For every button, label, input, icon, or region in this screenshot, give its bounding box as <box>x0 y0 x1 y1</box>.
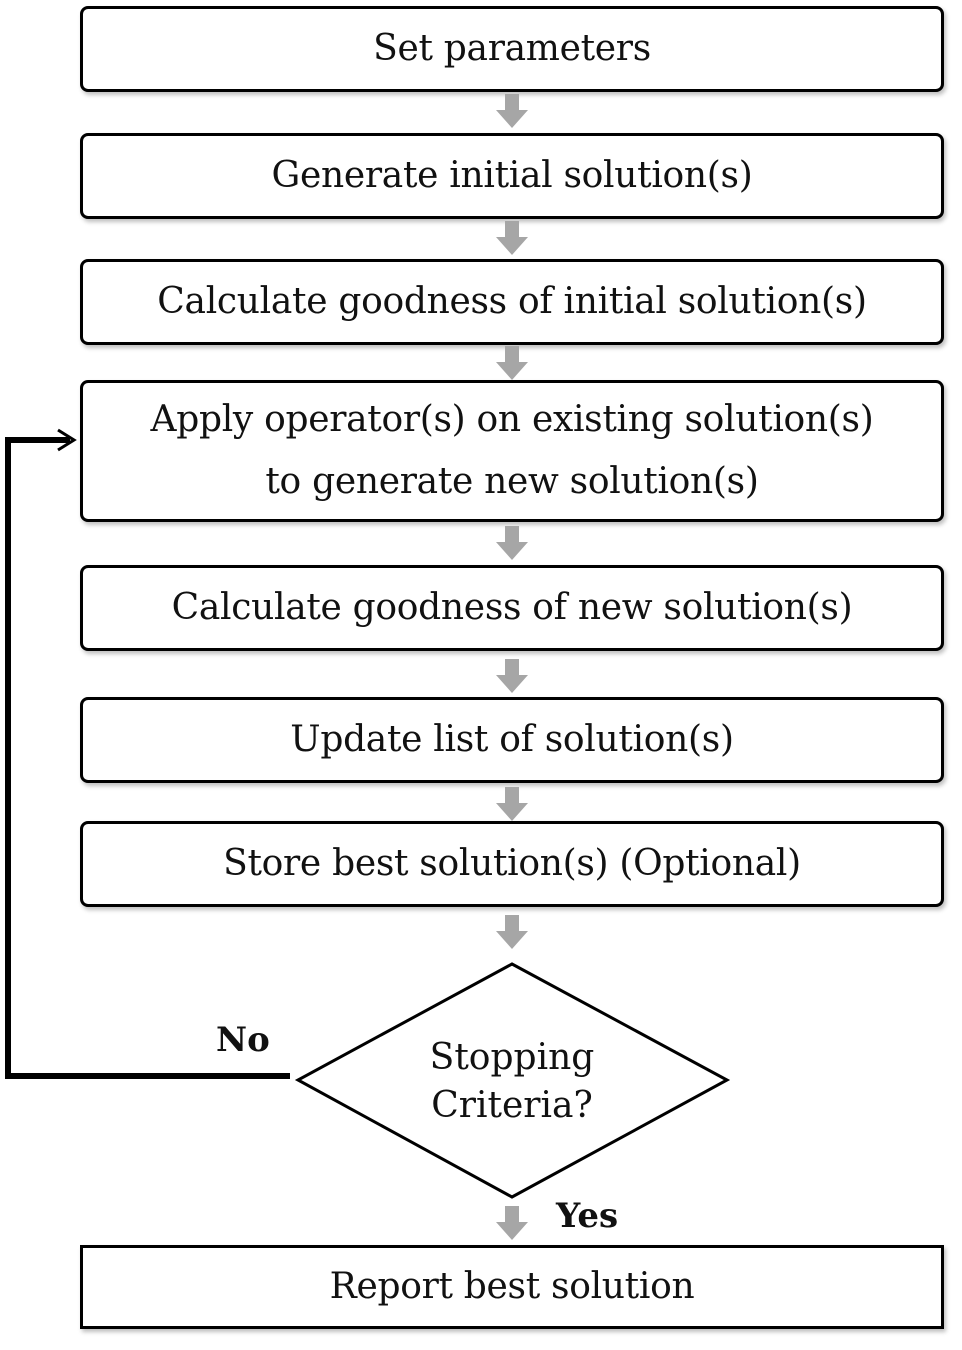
step-label: Set parameters <box>373 28 651 69</box>
step-set-parameters: Set parameters <box>80 6 944 92</box>
down-arrow-icon <box>496 346 528 380</box>
step-generate-initial: Generate initial solution(s) <box>80 133 944 219</box>
down-arrow-icon <box>496 526 528 560</box>
step-label: Store best solution(s) (Optional) <box>223 843 801 884</box>
no-label: No <box>216 1020 270 1060</box>
yes-label: Yes <box>556 1196 619 1236</box>
down-arrow-icon <box>496 787 528 821</box>
step-label-line2: to generate new solution(s) <box>265 461 759 502</box>
down-arrow-icon <box>496 1206 528 1240</box>
step-label: Report best solution <box>329 1266 695 1307</box>
step-calc-new: Calculate goodness of new solution(s) <box>80 565 944 651</box>
decision-diamond <box>294 962 731 1199</box>
step-store-best: Store best solution(s) (Optional) <box>80 821 944 907</box>
decision-label-line2: Criteria? <box>431 1085 593 1126</box>
step-label: Calculate goodness of new solution(s) <box>171 587 853 628</box>
step-label: Generate initial solution(s) <box>271 155 753 196</box>
down-arrow-icon <box>496 915 528 949</box>
step-report-best: Report best solution <box>80 1245 944 1329</box>
down-arrow-icon <box>496 94 528 128</box>
step-update-list: Update list of solution(s) <box>80 697 944 783</box>
down-arrow-icon <box>496 659 528 693</box>
no-loop-line <box>5 437 290 1079</box>
step-label: Update list of solution(s) <box>290 719 734 760</box>
step-calc-initial: Calculate goodness of initial solution(s… <box>80 259 944 345</box>
step-label-line1: Apply operator(s) on existing solution(s… <box>150 399 874 440</box>
decision-label-line1: Stopping <box>429 1037 595 1078</box>
no-loop-arrowhead <box>57 428 77 452</box>
down-arrow-icon <box>496 221 528 255</box>
step-label: Calculate goodness of initial solution(s… <box>157 281 867 322</box>
step-apply-operators: Apply operator(s) on existing solution(s… <box>80 380 944 522</box>
decision-label: Stopping Criteria? <box>412 1034 612 1130</box>
